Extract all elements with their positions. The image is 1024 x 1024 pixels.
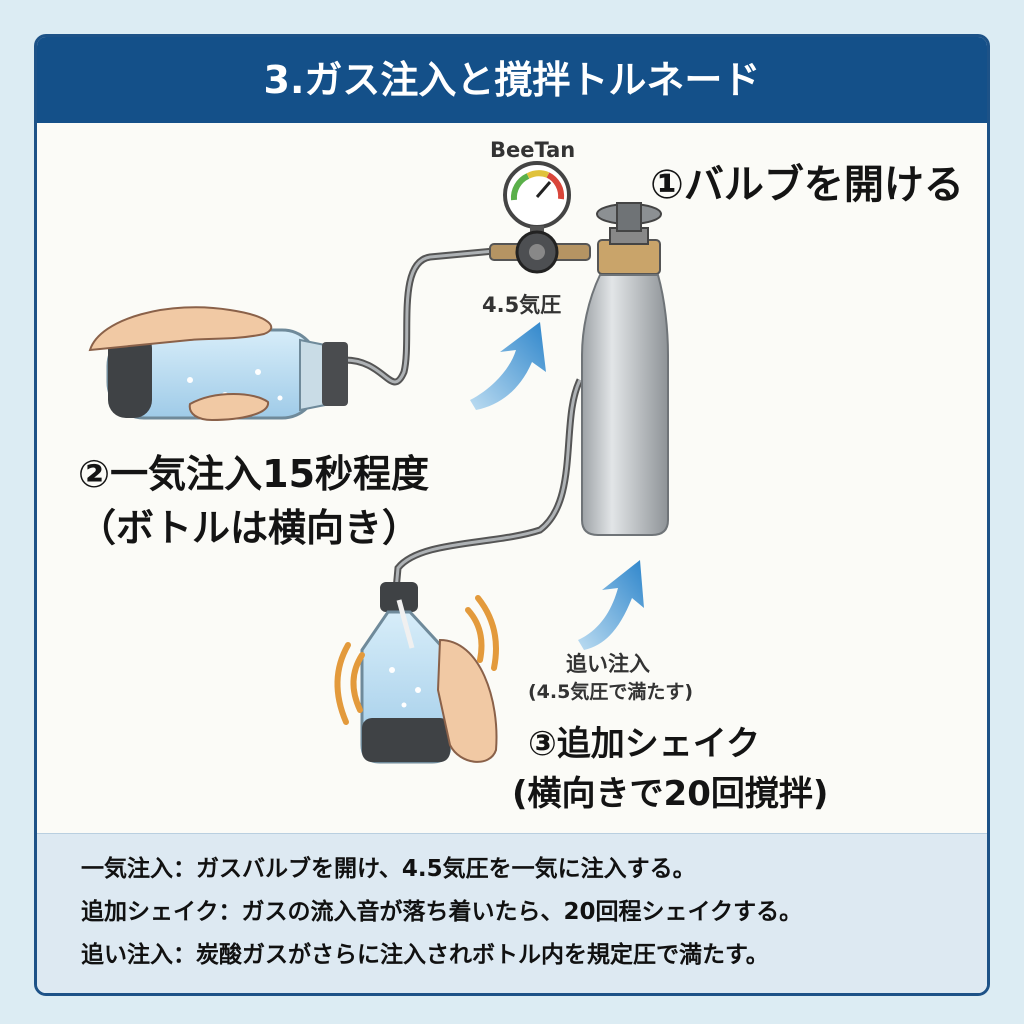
top-hose <box>344 246 506 386</box>
top-hose-inner <box>344 248 506 384</box>
regulator <box>489 230 591 274</box>
illustration-svg <box>88 161 669 764</box>
step3-note: (横向きで20回撹拌) <box>512 774 829 814</box>
hand-shaking <box>436 638 498 763</box>
hand-bottom <box>188 393 269 422</box>
step3-label: ③追加シェイク <box>528 724 761 764</box>
step1-label: ①バルブを開ける <box>650 162 964 208</box>
sideways-bottle <box>106 328 348 420</box>
summary-line: 追い注入：炭酸ガスがさらに注入されボトル内を規定圧で満たす。 <box>81 942 769 968</box>
upright-bottle <box>360 582 452 764</box>
summary-line: 追加シェイク：ガスの流入音が落ち着いたら、20回程シェイクする。 <box>81 899 803 925</box>
page-title: 3.ガス注入と撹拌トルネード <box>37 37 987 123</box>
up-arrow-lower <box>578 560 644 650</box>
brand-label: BeeTan <box>490 138 576 162</box>
followup-title: 追い注入 <box>566 652 650 676</box>
instruction-card: 3.ガス注入と撹拌トルネード <box>34 34 990 996</box>
summary-box: 一気注入：ガスバルブを開け、4.5気圧を一気に注入する。 追加シェイク：ガスの流… <box>37 833 987 993</box>
shake-marks <box>334 595 499 725</box>
gas-cylinder <box>581 274 669 536</box>
followup-note: (4.5気圧で満たす) <box>528 681 694 703</box>
illustration: BeeTan 4.5気圧 ①バルブを開ける ②一気注入15秒程度 （ボトルは横向… <box>37 37 987 993</box>
hand-top <box>88 306 273 352</box>
bottom-hose-inner <box>394 379 582 591</box>
summary-line: 一気注入：ガスバルブを開け、4.5気圧を一気に注入する。 <box>81 856 696 882</box>
step2-label: ②一気注入15秒程度 <box>78 452 430 496</box>
step2-note: （ボトルは横向き） <box>78 506 421 550</box>
pressure-label: 4.5気圧 <box>482 293 562 317</box>
up-arrow-upper <box>470 322 546 410</box>
pressure-gauge <box>503 161 571 242</box>
cylinder-valve <box>596 202 662 275</box>
